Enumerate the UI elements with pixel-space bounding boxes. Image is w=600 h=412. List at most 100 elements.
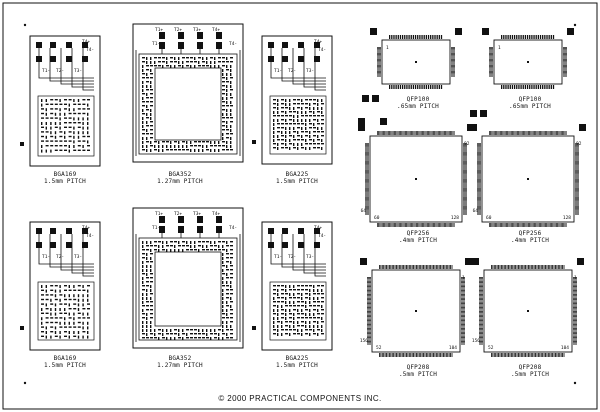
daisy-link [182, 141, 185, 143]
daisy-link [301, 329, 303, 332]
daisy-link [45, 117, 49, 119]
daisy-link [170, 333, 173, 335]
lead-pad [367, 307, 371, 308]
pin-label: 1 [498, 45, 501, 51]
daisy-link [281, 301, 284, 303]
test-point-label: T3+ [193, 211, 201, 217]
daisy-link [54, 140, 58, 142]
bga-pitch: 1.27mm PITCH [157, 362, 203, 369]
daisy-link [178, 337, 181, 339]
lead-pad [365, 165, 369, 167]
daisy-link [198, 145, 201, 147]
lead-pad [573, 288, 577, 290]
lead-pad [477, 206, 481, 207]
lead-pad [526, 223, 528, 227]
daisy-link [222, 65, 225, 67]
daisy-link [309, 131, 311, 134]
daisy-link [317, 115, 320, 117]
daisy-link [77, 112, 81, 115]
daisy-link [210, 145, 213, 147]
daisy-link [54, 131, 57, 135]
qfp-pitch: .65mm PITCH [397, 103, 439, 110]
lead-pad [518, 353, 519, 357]
lead-pad [365, 207, 369, 208]
daisy-link [313, 289, 315, 292]
lead-pad [367, 322, 371, 324]
test-pad [314, 228, 320, 234]
lead-pad [425, 265, 427, 269]
lead-pad [523, 265, 525, 269]
lead-pad [437, 265, 439, 269]
daisy-link [59, 331, 61, 334]
daisy-link [273, 297, 275, 300]
lead-pad [391, 35, 393, 39]
daisy-link [54, 335, 58, 337]
trace [38, 48, 94, 79]
daisy-link [313, 111, 315, 114]
daisy-link [142, 269, 144, 272]
daisy-link [162, 61, 165, 63]
lead-pad [526, 265, 528, 269]
lead-pad [524, 131, 526, 135]
qfp-pitch: .4mm PITCH [398, 237, 438, 244]
daisy-link [301, 139, 304, 141]
daisy-link [150, 109, 152, 112]
daisy-link [226, 329, 229, 331]
lead-pad [365, 204, 369, 206]
lead-pad [390, 223, 392, 227]
daisy-link [321, 139, 323, 142]
lead-pad [413, 265, 415, 269]
daisy-link [317, 107, 319, 110]
daisy-link [150, 265, 152, 268]
daisy-link [198, 329, 200, 332]
lead-pad [492, 131, 494, 135]
lead-pad [479, 314, 483, 316]
daisy-link [281, 103, 284, 105]
lead-pad [431, 131, 433, 135]
daisy-link [146, 57, 148, 60]
lead-pad [367, 290, 371, 291]
daisy-link [41, 149, 43, 153]
lead-pad [463, 211, 467, 213]
lead-pad [563, 63, 567, 65]
daisy-link [162, 333, 164, 336]
lead-pad [365, 174, 369, 176]
lead-pad [479, 299, 483, 301]
lead-pad [440, 223, 442, 227]
daisy-link [214, 57, 216, 60]
daisy-link [142, 113, 145, 115]
lead-pad [575, 204, 579, 206]
daisy-link [87, 103, 89, 107]
daisy-link [226, 133, 229, 135]
lead-pad [400, 353, 402, 357]
daisy-link [202, 249, 205, 251]
daisy-link [277, 99, 279, 102]
daisy-link [54, 103, 58, 105]
lead-pad [543, 131, 545, 135]
daisy-link [222, 289, 224, 292]
lead-pad [367, 329, 371, 331]
lead-pad [497, 223, 499, 227]
daisy-link [281, 123, 284, 125]
daisy-link [59, 135, 63, 138]
daisy-link [226, 89, 228, 92]
lead-pad [560, 265, 562, 269]
daisy-link [230, 149, 233, 151]
daisy-link [277, 329, 279, 332]
lead-pad [519, 353, 521, 357]
trace [281, 234, 326, 268]
lead-pad [489, 51, 493, 53]
lead-pad [538, 223, 540, 227]
lead-pad [552, 353, 554, 357]
lead-pad [396, 223, 398, 227]
pin-label: 1 [386, 45, 389, 51]
lead-pad [493, 223, 495, 227]
daisy-link [154, 61, 156, 64]
lead-pad [502, 223, 504, 227]
lead-pad [477, 185, 481, 187]
test-pad [36, 228, 42, 234]
daisy-link [301, 147, 304, 149]
lead-pad [445, 353, 447, 357]
